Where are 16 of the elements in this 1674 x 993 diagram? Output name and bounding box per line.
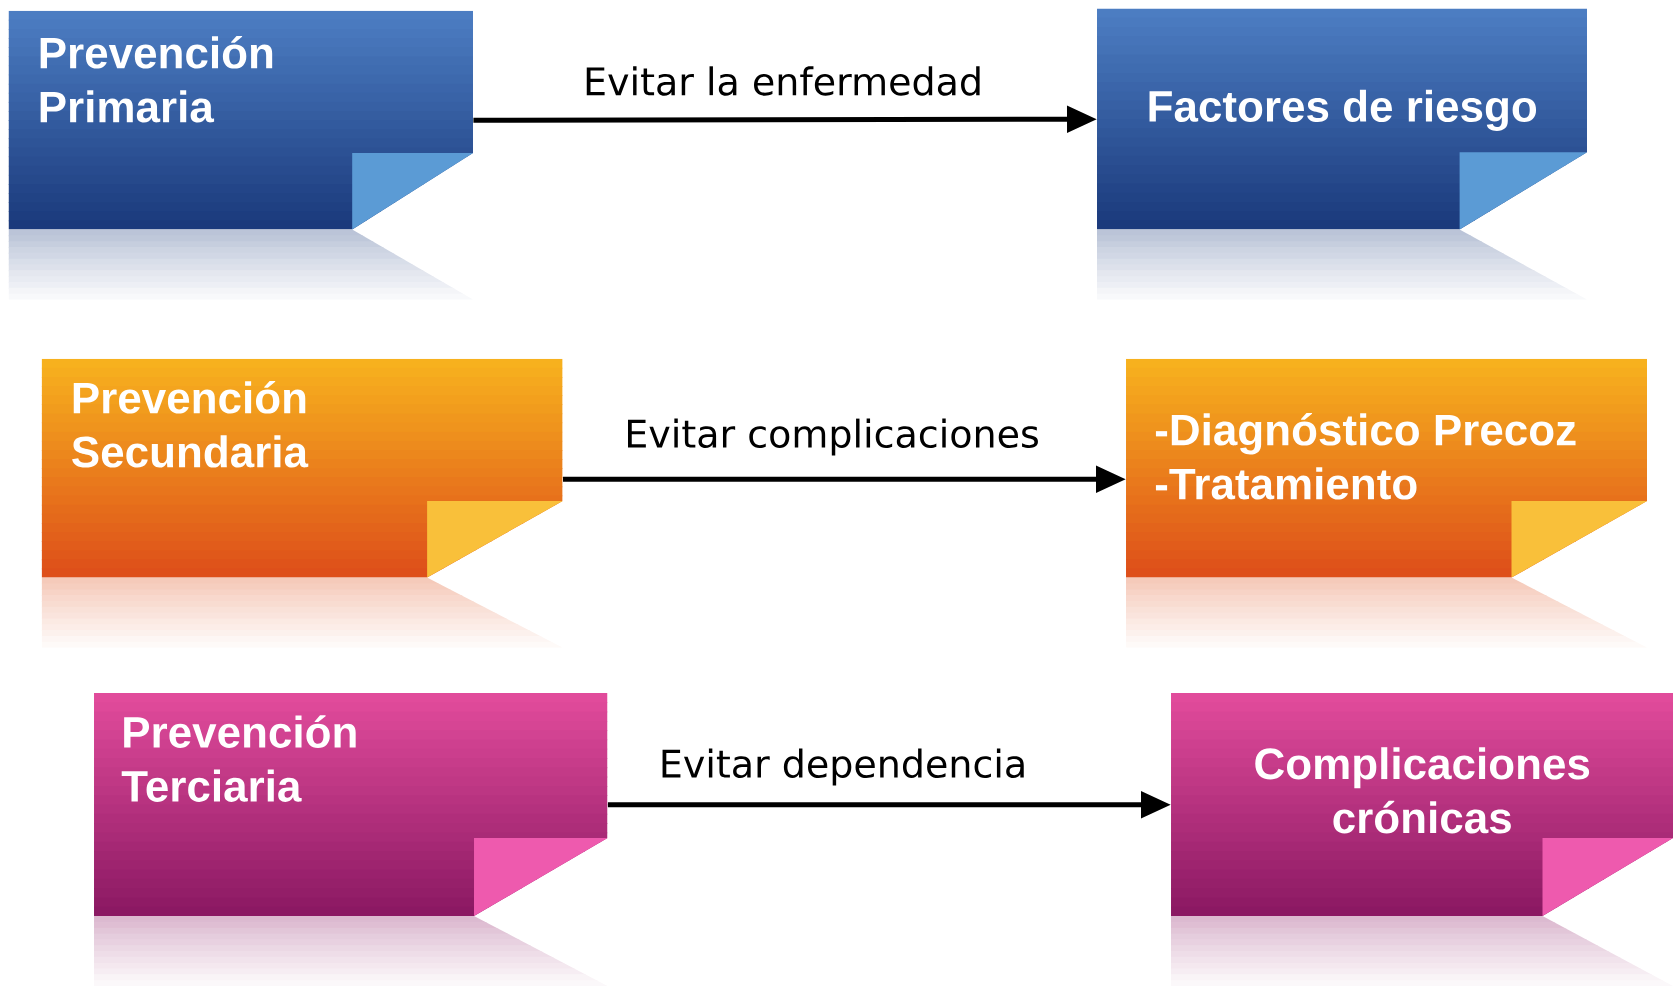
folded-note-box: Prevención Secundaria [41,358,563,648]
edge-label: Evitar dependencia [656,746,1030,788]
folded-note-box: Prevención Primaria [8,10,473,300]
node-label: -Diagnóstico Precoz [1155,412,1576,455]
node-label: Complicaciones crónicas [1255,747,1590,834]
folded-note-box: Complicaciones crónicas [1171,693,1673,986]
edge-label: Evitar la enfermedad [581,64,985,98]
edge-label: Evitar complicaciones [622,416,1042,458]
node-label: Prevención Terciaria [121,715,356,802]
folded-note-box: Factores de riesgo [1097,8,1587,300]
folded-note-box: Prevención Terciaria [94,693,608,986]
folded-note-box: -Diagnóstico Precoz -Tratamiento [1126,358,1647,648]
node-label: Prevención Secundaria [72,380,309,468]
node-label: -Tratamiento [1155,467,1417,500]
node-label: Factores de riesgo [1149,89,1537,131]
node-label: Prevención Primaria [40,35,273,123]
